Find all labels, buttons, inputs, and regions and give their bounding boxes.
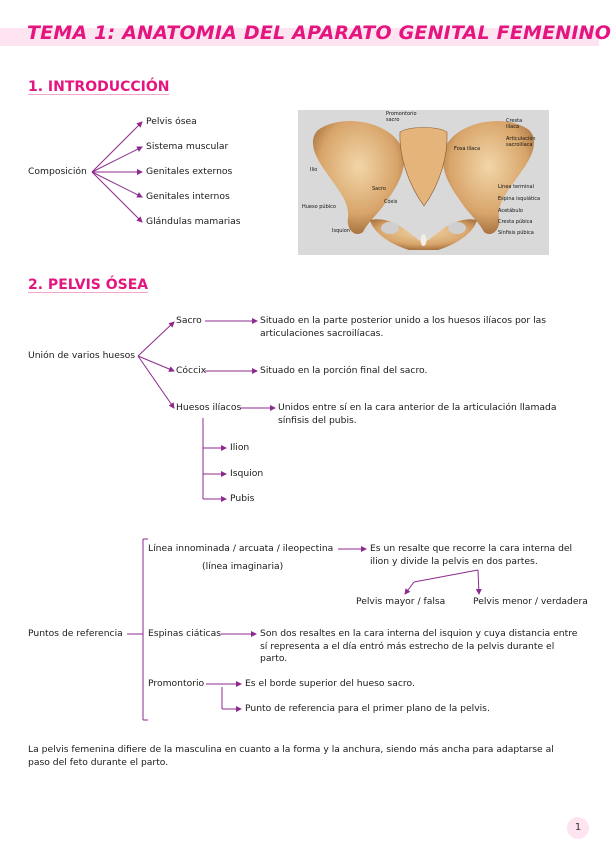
title-highlight <box>0 28 599 46</box>
union-huesos-label: Unión de varios huesos <box>28 350 136 361</box>
fig-label-coxis: Cóxis <box>384 199 398 205</box>
linea-imaginaria-note: (línea imaginaria) <box>202 561 284 572</box>
promontorio-desc-1: Es el borde superior del hueso sacro. <box>245 678 415 689</box>
fig-label-espina: Espina isquiática <box>498 196 541 202</box>
sacro-desc: Situado en la parte posterior unido a lo… <box>260 315 547 339</box>
page-number: 1 <box>567 817 589 839</box>
sacro-label: Sacro <box>176 315 202 326</box>
espinas-ciaticas-label: Espinas ciáticas <box>148 628 221 639</box>
espinas-ciaticas-desc: Son dos resaltes en la cara interna del … <box>260 628 578 664</box>
fig-label-acetabulo: Acetábulo <box>498 208 523 214</box>
pelvis-illustration <box>312 120 535 250</box>
coccix-desc: Situado en la porción final del sacro. <box>260 365 428 376</box>
ilion-label: Ilion <box>230 442 250 453</box>
pubis-label: Pubis <box>230 493 255 504</box>
composicion-item: Glándulas mamarias <box>146 216 241 227</box>
fig-label-cresta: Cresta ilíaca <box>506 118 523 130</box>
fig-label-sinfisis: Sínfisis púbica <box>498 230 534 236</box>
fig-label-fosa: Fosa ilíaca <box>454 146 481 152</box>
pelvis-diagram: Promontorio sacro Cresta ilíaca Articula… <box>298 110 549 255</box>
huesos-iliacos-label: Huesos ilíacos <box>176 402 242 413</box>
fig-label-linea-terminal: Línea terminal <box>498 184 534 190</box>
composicion-item: Genitales externos <box>146 166 233 177</box>
pelvis-menor-label: Pelvis menor / verdadera <box>473 596 588 607</box>
puntos-referencia-label: Puntos de referencia <box>28 628 123 639</box>
composicion-item: Genitales internos <box>146 191 230 202</box>
composicion-item: Sistema muscular <box>146 141 229 152</box>
composicion-label: Composición <box>28 166 87 177</box>
fig-label-ilio: Ilio <box>310 167 318 173</box>
composicion-item: Pelvis ósea <box>146 116 197 127</box>
promontorio-label: Promontorio <box>148 678 205 689</box>
coccix-label: Cóccix <box>176 365 207 376</box>
promontorio-desc-2: Punto de referencia para el primer plano… <box>245 703 490 714</box>
isquion-label: Isquion <box>230 468 264 479</box>
fig-label-hueso-pubico: Hueso púbico <box>302 204 336 210</box>
fig-label-promontorio: Promontorio sacro <box>386 111 417 123</box>
page-title: TEMA 1: ANATOMIA DEL APARATO GENITAL FEM… <box>27 22 611 44</box>
linea-innominada-label: Línea innominada / arcuata / ileopectina <box>148 543 334 554</box>
pelvis-mayor-label: Pelvis mayor / falsa <box>356 596 446 607</box>
fig-label-articulacion: Articulación sacroilíaca <box>506 136 536 148</box>
huesos-iliacos-desc: Unidos entre sí en la cara anterior de l… <box>278 402 557 426</box>
fig-label-sacro: Sacro <box>372 186 386 192</box>
linea-innominada-desc: Es un resalte que recorre la cara intern… <box>370 543 573 567</box>
section-heading-pelvis-osea: 2. PELVIS ÓSEA <box>28 277 149 293</box>
section-heading-introduccion: 1. INTRODUCCIÓN <box>28 79 170 95</box>
fig-label-isquion: Isquion <box>332 228 351 234</box>
footer-paragraph: La pelvis femenina difiere de la masculi… <box>28 744 554 768</box>
fig-label-cresta-pubica: Cresta púbica <box>498 219 533 225</box>
